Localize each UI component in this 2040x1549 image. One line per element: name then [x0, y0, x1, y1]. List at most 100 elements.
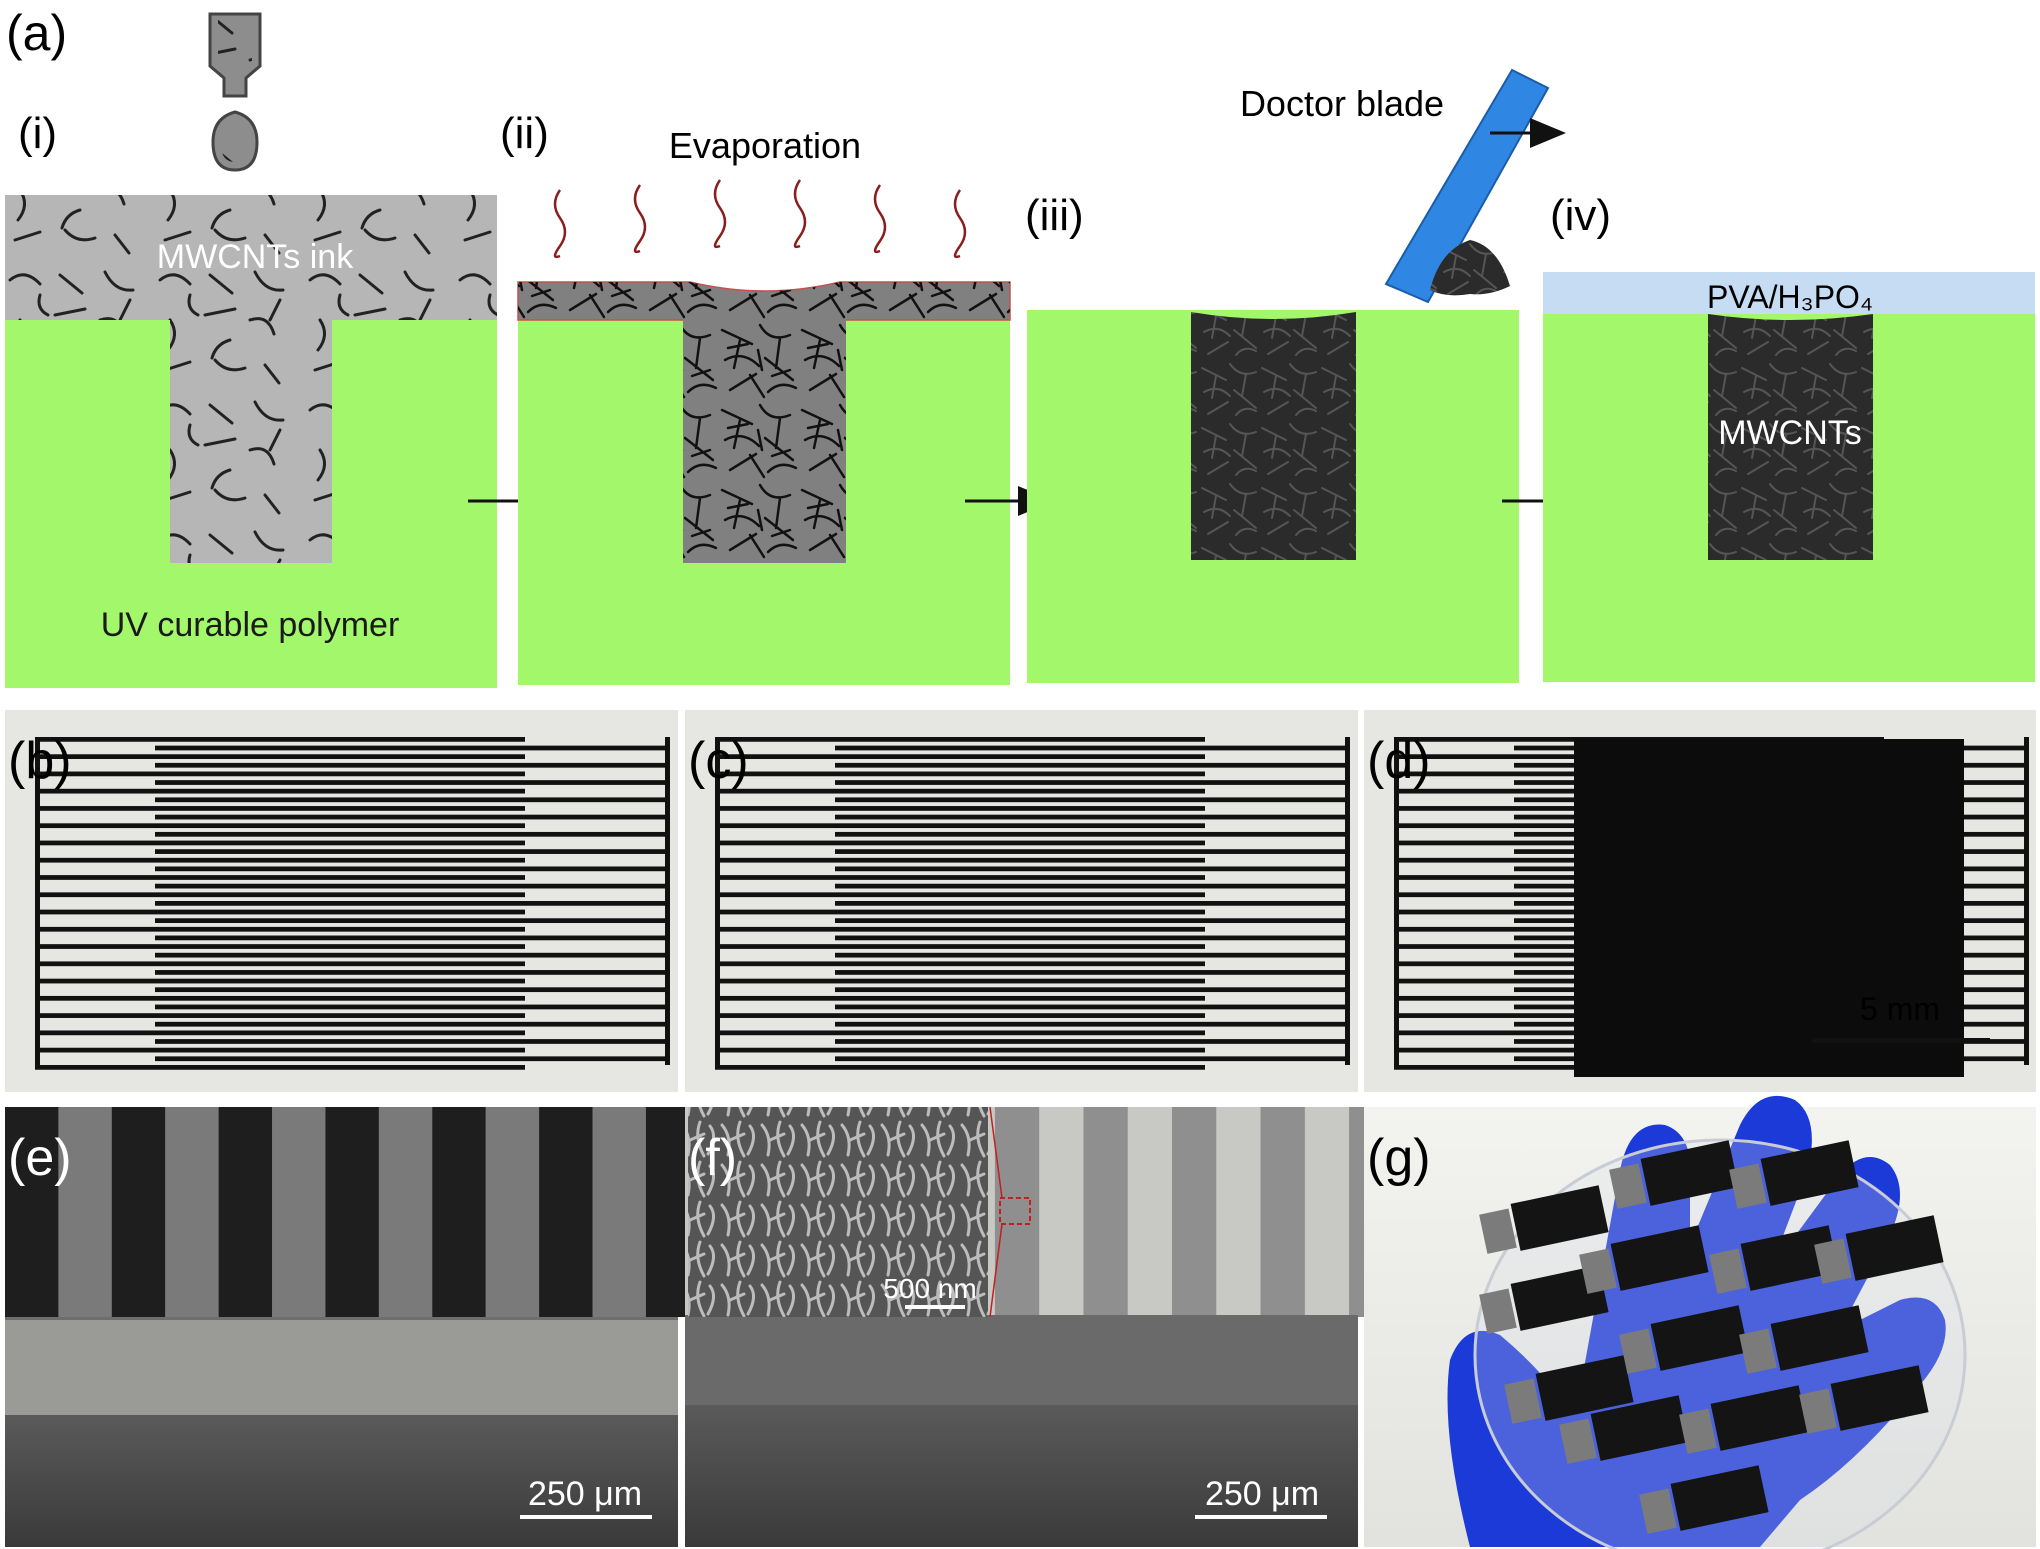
electrode-finger: [35, 754, 525, 760]
pva-layer: [1543, 272, 2035, 314]
electrode-finger: [35, 788, 525, 794]
electrode-finger: [835, 780, 1350, 785]
electrode-finger: [715, 944, 1205, 949]
bus-bar-left: [35, 737, 40, 1065]
sem-finger: [539, 1107, 593, 1317]
electrode-finger: [155, 831, 670, 837]
electrode-finger: [835, 952, 1350, 958]
sem-gap: [1172, 1107, 1217, 1317]
inset-connector-bottom: [989, 1223, 1003, 1318]
electrode-finger: [715, 892, 1205, 898]
sem-gap: [165, 1107, 219, 1317]
sem-gap: [272, 1107, 326, 1317]
panel-e-substrate: [5, 1415, 678, 1547]
supercapacitor-device: [1845, 1215, 1944, 1281]
bus-bar-left: [715, 737, 720, 1065]
panel-b: (b): [5, 710, 678, 1092]
electrode-finger: [35, 840, 525, 846]
electrode-finger: [155, 797, 670, 803]
electrode-finger: [835, 970, 1350, 975]
electrode-finger: [155, 987, 670, 993]
sem-electrode-fingers: [5, 1107, 753, 1317]
electrode-finger: [155, 1056, 670, 1062]
electrode-finger: [35, 1047, 525, 1053]
electrode-finger: [155, 1039, 670, 1044]
panel-f-scale-bar: [1195, 1515, 1327, 1519]
device-array: [1479, 1140, 1944, 1534]
electrode-finger: [835, 883, 1350, 889]
electrode-finger: [835, 935, 1350, 941]
electrode-finger: [35, 737, 525, 742]
vapor-wave-icons: [553, 179, 967, 259]
electrode-finger: [835, 901, 1350, 906]
interdigitated-electrode: [1394, 737, 2029, 1077]
electrode-finger: [35, 823, 525, 829]
device-contact-pad: [1709, 1248, 1747, 1294]
inset-scale-bar: [905, 1305, 965, 1309]
electrode-finger: [35, 1065, 525, 1070]
electrode-finger: [155, 918, 670, 924]
step-i-label: (i): [18, 109, 57, 158]
electrode-finger: [715, 857, 1205, 863]
electrode-finger: [835, 1004, 1350, 1010]
panel-f-label: (f): [688, 1129, 737, 1187]
electrode-finger: [715, 995, 1205, 1001]
device-contact-pad: [1799, 1388, 1837, 1434]
electrode-finger: [155, 1004, 670, 1010]
device-contact-pad: [1679, 1408, 1717, 1454]
sem-finger: [325, 1107, 379, 1317]
device-contact-pad: [1559, 1418, 1597, 1464]
pva-label: PVA/H₃PO₄: [1707, 279, 1873, 315]
interdigitated-electrode: [715, 737, 1350, 1070]
electrode-finger: [835, 866, 1350, 872]
panel-d-scale-text: 5 mm: [1860, 991, 1940, 1027]
step-iii-label: (iii): [1025, 191, 1084, 240]
electrode-finger: [155, 935, 670, 941]
sem-finger: [1304, 1107, 1350, 1317]
electrode-finger: [715, 875, 1205, 880]
panel-e-scale-bar: [520, 1515, 652, 1519]
electrode-finger: [35, 926, 525, 932]
sem-finger: [1127, 1107, 1173, 1317]
electrode-finger: [155, 849, 670, 854]
electrode-finger: [835, 918, 1350, 924]
panel-d-label: (d): [1367, 732, 1431, 790]
electrode-finger: [155, 814, 670, 820]
inset-scale-text: 500 nm: [883, 1273, 976, 1304]
doctor-blade-icon: [1384, 68, 1550, 304]
electrode-finger: [35, 978, 525, 984]
electrode-finger: [155, 780, 670, 785]
electrode-finger: [715, 823, 1205, 829]
sem-finger: [432, 1107, 486, 1317]
electrode-finger: [155, 866, 670, 872]
sem-finger: [5, 1107, 59, 1317]
electrode-finger: [35, 995, 525, 1001]
device-contact-pad: [1579, 1248, 1617, 1294]
panel-b-label: (b): [8, 732, 72, 790]
supercapacitor-device: [1740, 1225, 1839, 1291]
sem-finger: [111, 1107, 166, 1317]
supercapacitor-device: [1610, 1225, 1709, 1291]
step-ii: (ii) Evaporation: [500, 109, 1011, 685]
step-i: (i) MWCNTs ink UV curable polymer: [5, 12, 497, 688]
panel-c-label: (c): [688, 732, 749, 790]
step-iii: (iii) Doctor blade: [1025, 68, 1566, 683]
panel-g-label: (g): [1367, 1129, 1431, 1187]
step-iv-label: (iv): [1550, 191, 1611, 240]
electrode-finger: [35, 771, 525, 777]
mwcnts-label: MWCNTs: [1718, 414, 1862, 452]
interdigitated-electrode: [35, 737, 670, 1070]
supercapacitor-device: [1760, 1140, 1859, 1206]
electrode-finger: [715, 754, 1205, 760]
panel-a-label: (a): [6, 5, 67, 61]
electrode-finger: [835, 831, 1350, 837]
electrode-finger: [715, 1030, 1205, 1036]
device-contact-pad: [1639, 1488, 1677, 1534]
sem-gap: [592, 1107, 646, 1317]
evaporation-label: Evaporation: [669, 125, 861, 166]
sem-gap: [58, 1107, 112, 1317]
packed-channel-iv: [1708, 314, 1873, 560]
electrode-finger: [35, 1013, 525, 1018]
sem-finger: [1039, 1107, 1084, 1317]
electrode-finger: [835, 987, 1350, 993]
